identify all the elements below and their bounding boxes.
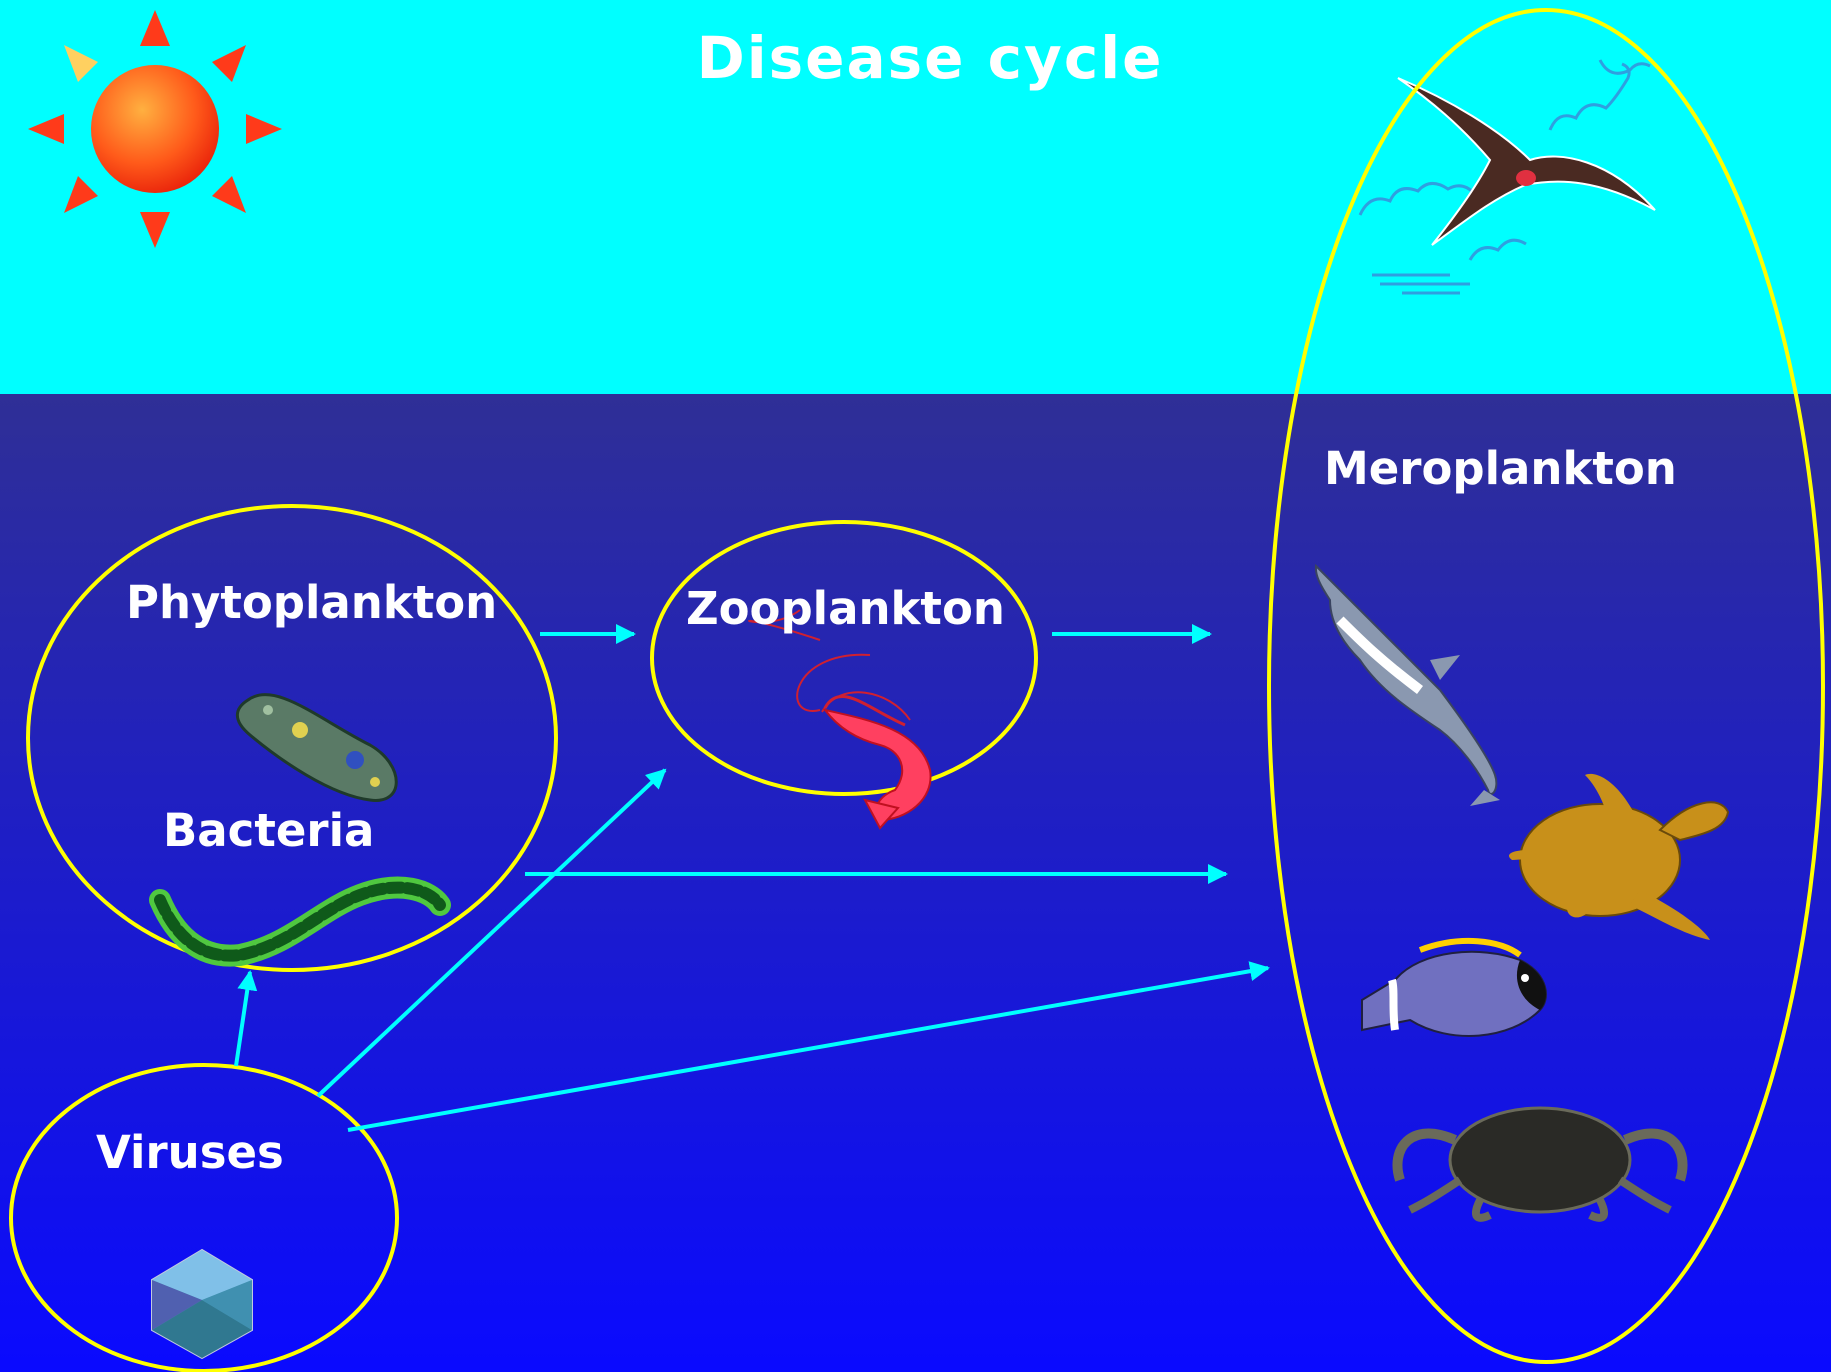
viruses-label: Viruses <box>96 1126 284 1179</box>
zooplankton-label: Zooplankton <box>686 582 1005 635</box>
meroplankton-label: Meroplankton <box>1324 442 1677 495</box>
bacteria-label: Bacteria <box>163 804 374 857</box>
phytoplankton-label: Phytoplankton <box>126 576 497 629</box>
diagram-title: Disease cycle <box>0 24 1831 92</box>
